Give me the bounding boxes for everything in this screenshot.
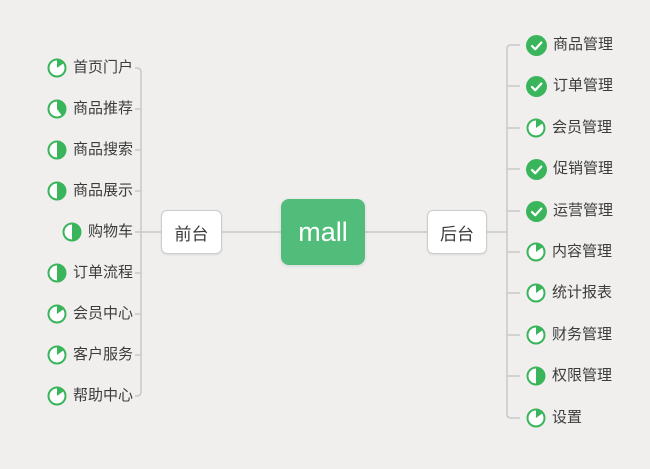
topic-node[interactable]: 促销管理 bbox=[526, 158, 613, 180]
check-circle-icon bbox=[526, 200, 547, 222]
topic-label: 帮助中心 bbox=[72, 387, 133, 404]
progress-pie-icon bbox=[47, 181, 67, 201]
topic-label: 促销管理 bbox=[553, 160, 614, 177]
topic-label: 订单管理 bbox=[553, 77, 614, 94]
topic-label: 商品推荐 bbox=[72, 100, 133, 117]
progress-pie-icon bbox=[47, 140, 67, 160]
progress-pie-icon bbox=[47, 58, 67, 78]
topic-label: 会员管理 bbox=[552, 119, 613, 136]
topic-label: 订单流程 bbox=[72, 264, 133, 281]
topic-node[interactable]: 商品管理 bbox=[526, 34, 613, 56]
frontend-branch-node[interactable]: 前台 bbox=[161, 210, 222, 254]
progress-pie-icon bbox=[526, 366, 546, 386]
topic-node[interactable]: 财务管理 bbox=[526, 324, 612, 346]
topic-node[interactable]: 内容管理 bbox=[526, 241, 612, 263]
backend-branch-node[interactable]: 后台 bbox=[427, 210, 487, 254]
topic-node[interactable]: 客户服务 bbox=[47, 344, 133, 366]
topic-node[interactable]: 商品展示 bbox=[47, 180, 133, 202]
topic-node[interactable]: 购物车 bbox=[62, 221, 133, 243]
topic-label: 设置 bbox=[552, 409, 583, 426]
progress-pie-icon bbox=[526, 408, 546, 428]
topic-node[interactable]: 首页门户 bbox=[47, 57, 133, 79]
topic-node[interactable]: 商品推荐 bbox=[47, 98, 133, 120]
topic-label: 商品搜索 bbox=[72, 141, 133, 158]
topic-label: 客户服务 bbox=[72, 346, 133, 363]
topic-node[interactable]: 订单流程 bbox=[47, 262, 133, 284]
progress-pie-icon bbox=[526, 242, 546, 262]
topic-label: 购物车 bbox=[87, 223, 133, 240]
topic-label: 会员中心 bbox=[72, 305, 133, 322]
topic-label: 商品展示 bbox=[72, 182, 133, 199]
topic-node[interactable]: 统计报表 bbox=[526, 282, 612, 304]
topic-node[interactable]: 运营管理 bbox=[526, 200, 613, 222]
progress-pie-icon bbox=[526, 325, 546, 345]
progress-pie-icon bbox=[47, 345, 67, 365]
topic-label: 内容管理 bbox=[552, 243, 613, 260]
progress-pie-icon bbox=[526, 118, 546, 138]
topic-label: 运营管理 bbox=[553, 202, 614, 219]
topic-label: 商品管理 bbox=[553, 36, 614, 53]
topic-node[interactable]: 会员中心 bbox=[47, 303, 133, 325]
check-circle-icon bbox=[526, 75, 547, 97]
topic-node[interactable]: 订单管理 bbox=[526, 75, 613, 97]
topic-node[interactable]: 设置 bbox=[526, 407, 582, 429]
topic-label: 财务管理 bbox=[552, 326, 613, 343]
topic-node[interactable]: 商品搜索 bbox=[47, 139, 133, 161]
progress-pie-icon bbox=[47, 386, 67, 406]
topic-label: 统计报表 bbox=[552, 284, 613, 301]
topic-label: 权限管理 bbox=[552, 367, 613, 384]
progress-pie-icon bbox=[62, 222, 82, 242]
check-circle-icon bbox=[526, 34, 547, 56]
topic-node[interactable]: 权限管理 bbox=[526, 365, 612, 387]
progress-pie-icon bbox=[47, 304, 67, 324]
progress-pie-icon bbox=[526, 283, 546, 303]
topic-node[interactable]: 帮助中心 bbox=[47, 385, 133, 407]
topic-node[interactable]: 会员管理 bbox=[526, 117, 612, 139]
topic-label: 首页门户 bbox=[72, 59, 133, 76]
progress-pie-icon bbox=[47, 263, 67, 283]
root-node-mall[interactable]: mall bbox=[281, 199, 365, 265]
progress-pie-icon bbox=[47, 99, 67, 119]
check-circle-icon bbox=[526, 158, 547, 180]
